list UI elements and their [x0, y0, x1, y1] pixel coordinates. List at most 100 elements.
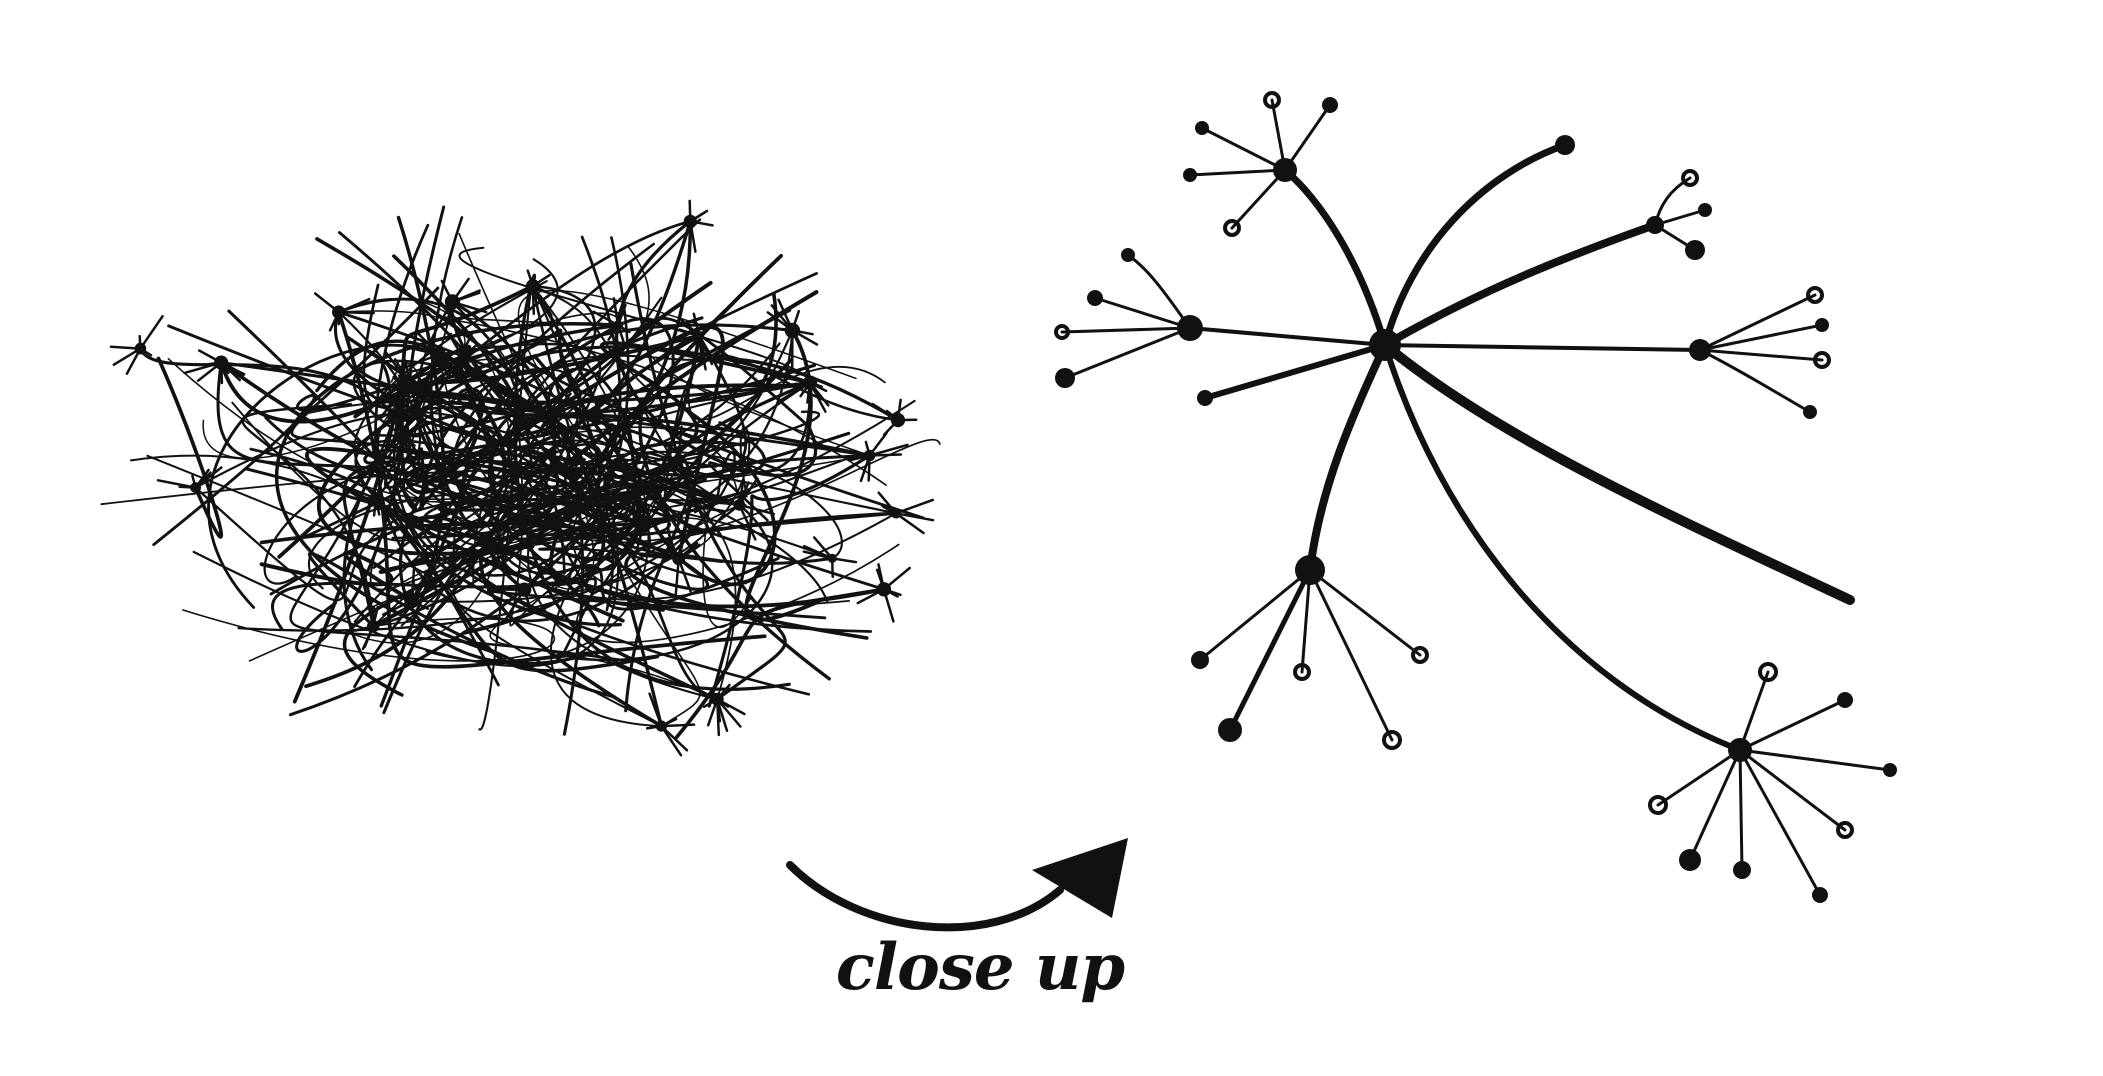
- network-fiber: [315, 219, 692, 419]
- network-dendrite: [632, 488, 637, 523]
- network-soma: [431, 347, 446, 362]
- network-fiber: [550, 459, 681, 728]
- network-fiber: [599, 340, 812, 452]
- network-fiber: [362, 219, 692, 409]
- network-soma: [733, 499, 746, 511]
- network-fiber: [371, 290, 819, 629]
- network-soma: [784, 322, 801, 339]
- network-soma: [802, 375, 818, 390]
- neuron-branch: [1381, 221, 1659, 349]
- network-fiber: [219, 361, 693, 713]
- network-soma: [694, 331, 704, 341]
- network-fiber: [353, 450, 843, 623]
- network-fiber: [288, 317, 675, 717]
- network-fiber: [396, 215, 446, 603]
- network-fiber: [430, 431, 872, 531]
- network-soma: [863, 449, 876, 462]
- network-dendrite: [648, 692, 663, 728]
- network-fiber: [486, 587, 827, 620]
- network-dendrite: [139, 315, 164, 350]
- network-fiber: [231, 401, 680, 542]
- neuron-branch: [1383, 343, 1702, 352]
- network-fiber: [269, 498, 719, 701]
- network-dendrite: [570, 449, 581, 487]
- network-soma: [673, 456, 683, 466]
- network-fiber: [662, 353, 900, 509]
- network-soma: [444, 294, 460, 310]
- network-soma: [635, 517, 652, 533]
- network-fiber: [507, 316, 709, 591]
- network-fiber: [707, 453, 872, 708]
- network-soma: [396, 381, 413, 398]
- network-fiber: [152, 359, 460, 547]
- network-fiber: [531, 284, 745, 517]
- network-fiber: [298, 397, 637, 541]
- network-fiber: [308, 551, 617, 699]
- network-fiber: [372, 350, 656, 628]
- network-soma: [890, 508, 902, 519]
- network-fiber: [194, 296, 663, 489]
- network-soma: [397, 430, 409, 442]
- network-dendrite: [570, 455, 599, 487]
- network-soma: [367, 620, 380, 633]
- network-soma: [710, 692, 724, 706]
- network-fiber: [548, 254, 783, 585]
- network-fiber: [576, 504, 900, 644]
- network-dendrite: [660, 724, 689, 752]
- network-fiber: [336, 310, 767, 669]
- network-dendrite: [676, 425, 683, 463]
- network-soma: [525, 279, 540, 293]
- network-soma: [672, 552, 686, 566]
- network-dendrite: [194, 466, 223, 489]
- network-soma: [190, 482, 202, 493]
- network-dendrite: [894, 512, 925, 535]
- network-dendrite: [457, 332, 474, 363]
- network-dendrite: [868, 443, 909, 457]
- network-fiber: [304, 446, 646, 623]
- network-soma: [655, 720, 668, 732]
- network-soma: [613, 320, 624, 331]
- network-fiber: [371, 443, 602, 628]
- network-dendrite: [697, 309, 727, 337]
- caption-close-up: close up: [835, 930, 1125, 1005]
- network-fiber: [404, 515, 886, 609]
- network-dendrite: [660, 724, 683, 757]
- network-dendrite: [384, 405, 405, 438]
- network-dendrite: [812, 536, 834, 560]
- network-dendrite: [802, 544, 834, 560]
- network-soma: [454, 356, 463, 366]
- network-soma: [370, 492, 382, 504]
- network-dendrite: [639, 547, 680, 561]
- network-fiber: [531, 284, 722, 538]
- network-fiber: [626, 245, 871, 457]
- network-fiber: [487, 292, 778, 592]
- neuron-soma: [1369, 329, 1401, 361]
- network-fiber: [290, 286, 646, 527]
- network-soma: [404, 593, 420, 609]
- network-dendrite: [738, 503, 757, 541]
- network-dendrite: [457, 359, 486, 377]
- neuron-branch: [1188, 326, 1387, 347]
- network-fiber: [744, 328, 821, 622]
- network-fiber: [613, 457, 898, 604]
- network-dendrite: [457, 350, 495, 363]
- network-soma: [567, 480, 577, 490]
- network-dendrite: [603, 488, 637, 509]
- network-dendrite: [676, 460, 718, 468]
- network-soma: [332, 305, 346, 319]
- network-soma: [214, 355, 229, 370]
- neuron-branch: [1202, 342, 1388, 401]
- network-fiber: [374, 405, 871, 687]
- network-dendrite: [682, 482, 719, 501]
- network-fiber: [399, 280, 713, 495]
- neuron-branch: [1306, 341, 1389, 574]
- network-dendrite: [738, 503, 775, 516]
- network-dendrite: [894, 512, 935, 522]
- network-fiber: [301, 329, 794, 462]
- network-soma: [876, 582, 892, 597]
- neuron-branch: [1381, 141, 1569, 349]
